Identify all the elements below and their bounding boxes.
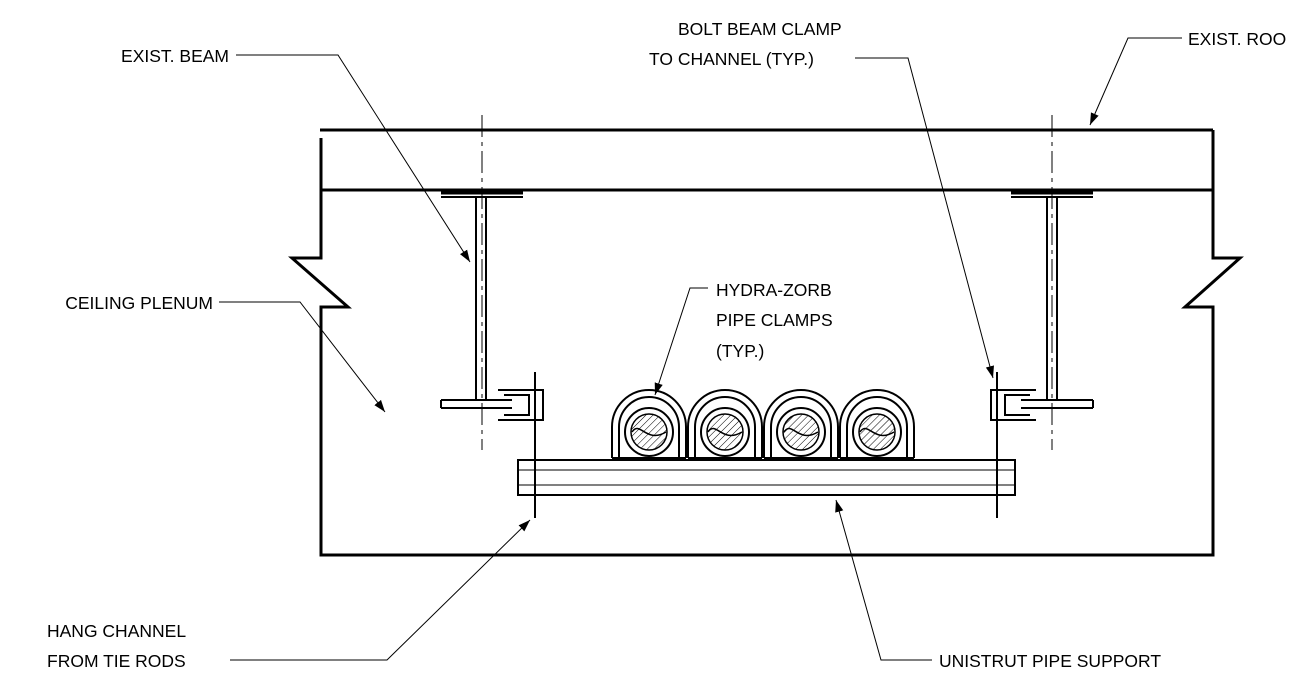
label-hydra-zorb-line1: HYDRA-ZORB: [716, 280, 832, 300]
leader-lines: [219, 37, 1182, 661]
tie-rods: [534, 372, 998, 518]
pipe-clamp-3: [763, 389, 839, 459]
right-existing-beam: [1011, 191, 1094, 409]
right-beam-clamp: [990, 389, 1036, 421]
pipe-clamp-1: [611, 389, 687, 459]
pipe-clamp-2: [687, 389, 763, 459]
left-beam-clamp: [498, 389, 544, 421]
label-unistrut-pipe-support: UNISTRUT PIPE SUPPORT: [939, 651, 1161, 671]
tie-rod-centerlines: [481, 115, 1053, 450]
left-existing-beam: [440, 191, 523, 409]
label-bolt-clamp-line2: TO CHANNEL (TYP.): [649, 49, 814, 69]
label-hydra-zorb-line3: (TYP.): [716, 341, 764, 361]
ceiling-plenum-outline: [288, 130, 1244, 557]
label-exist-beam: EXIST. BEAM: [121, 46, 229, 66]
label-exist-roof: EXIST. ROO: [1188, 29, 1286, 49]
pipe-clamp-4: [839, 389, 915, 459]
label-hang-channel-line2: FROM TIE RODS: [47, 651, 186, 671]
label-hang-channel-line1: HANG CHANNEL: [47, 621, 186, 641]
label-hydra-zorb-line2: PIPE CLAMPS: [716, 310, 833, 330]
label-ceiling-plenum: CEILING PLENUM: [65, 293, 213, 313]
label-bolt-clamp-line1: BOLT BEAM CLAMP: [678, 19, 842, 39]
unistrut-channel: [517, 459, 1016, 496]
roof-slab: [320, 128, 1213, 192]
